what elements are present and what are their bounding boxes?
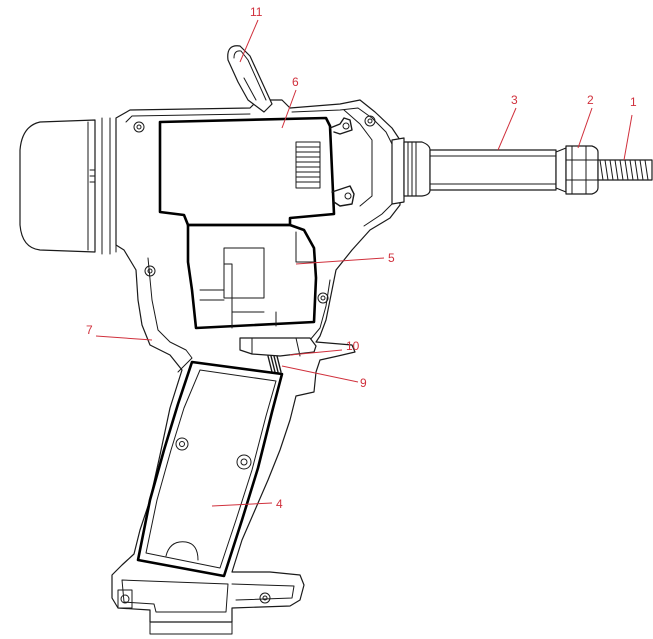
callout-10: 10 [346, 339, 360, 353]
trigger-spring [267, 355, 282, 373]
middle-module [186, 223, 318, 330]
main-housing [111, 99, 401, 623]
leader-9 [281, 365, 359, 383]
top-lever [227, 45, 273, 113]
callout-5: 5 [388, 251, 395, 265]
leader-11 [239, 19, 259, 63]
callout-2: 2 [587, 93, 594, 107]
leader-2 [577, 107, 593, 149]
leader-4 [211, 502, 273, 507]
leader-1 [623, 114, 633, 161]
base-foot [117, 579, 295, 635]
leader-3 [497, 107, 517, 151]
callout-1: 1 [630, 95, 637, 109]
leader-lines [95, 19, 633, 507]
callout-7: 7 [86, 323, 93, 337]
nut-collar [555, 145, 599, 195]
callout-labels: 1 2 3 4 5 6 7 9 10 11 [86, 5, 637, 511]
callout-9: 9 [360, 376, 367, 390]
threaded-mandrel [597, 159, 653, 181]
trigger [239, 337, 317, 357]
callout-6: 6 [292, 75, 299, 89]
callout-3: 3 [511, 93, 518, 107]
upper-module [158, 116, 355, 227]
callout-4: 4 [276, 497, 283, 511]
housing-screws [120, 115, 376, 604]
nose-barrel [391, 137, 557, 205]
leader-5 [295, 257, 385, 265]
battery-pack [136, 360, 284, 578]
rear-motor-cap [19, 117, 117, 255]
callout-11: 11 [250, 5, 263, 19]
leader-6 [281, 89, 297, 129]
leader-7 [95, 335, 153, 341]
leader-10 [289, 349, 343, 356]
